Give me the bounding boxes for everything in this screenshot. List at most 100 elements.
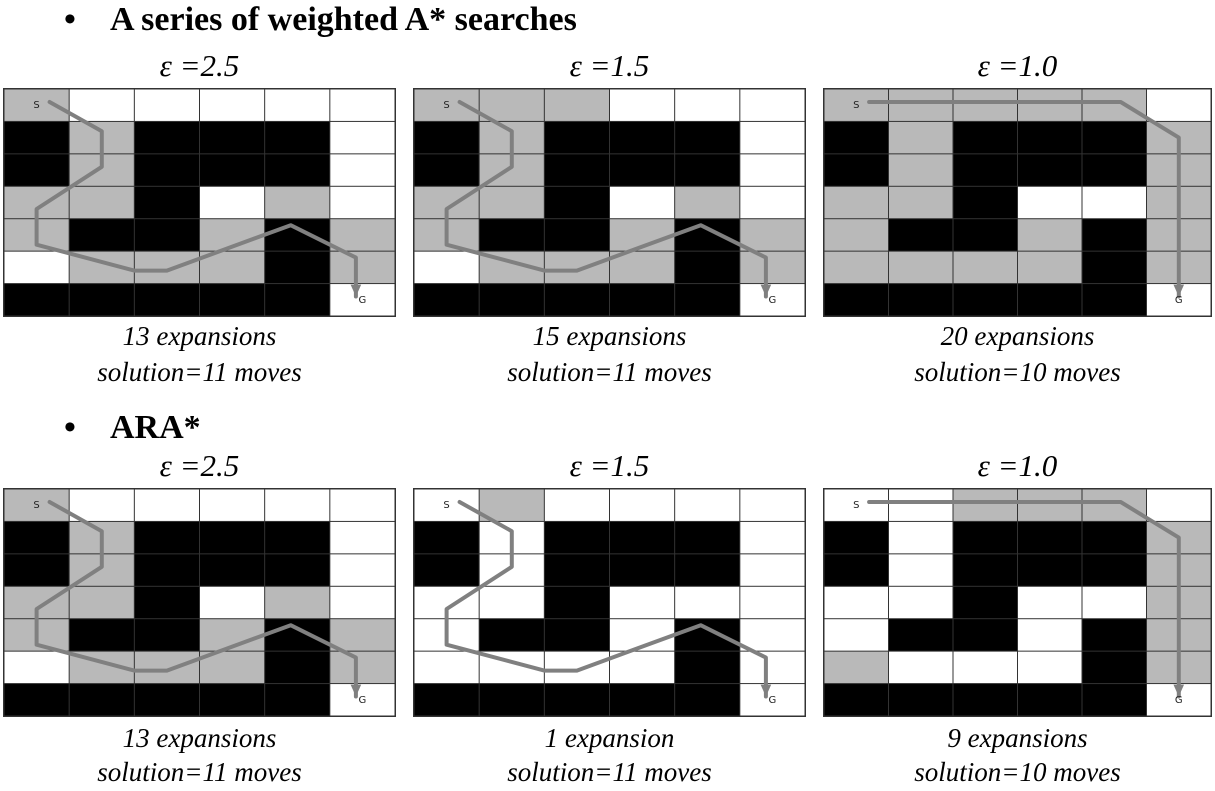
grid-cell-free (675, 489, 740, 521)
grid-cell-obstacle (414, 154, 479, 186)
grid-cell-obstacle (1082, 651, 1146, 684)
grid-cell-free (953, 651, 1017, 684)
grid-cell-free (1018, 651, 1082, 684)
solution-length: solution=11 moves (97, 757, 302, 787)
grid-cell-expanded (740, 219, 805, 251)
grid-cell-free (824, 586, 888, 619)
grid-cell-free (200, 186, 265, 219)
grid-cell-obstacle (69, 619, 134, 651)
grid-cell-obstacle (675, 219, 740, 251)
grid-cell-obstacle (675, 554, 740, 586)
grid-cell-obstacle (953, 186, 1017, 219)
grid-cell-free (1018, 586, 1082, 619)
grid-cell-expanded (824, 219, 888, 251)
grid-cell-obstacle (1018, 521, 1082, 554)
grid-cell-obstacle (414, 521, 479, 554)
grid-cell-obstacle (824, 554, 888, 586)
grid-cell-obstacle (134, 619, 199, 651)
grid-cell-obstacle (1018, 684, 1082, 716)
grid-cell-obstacle (479, 219, 544, 251)
grid-cell-obstacle (889, 219, 953, 251)
grid-cell-free (889, 586, 953, 619)
grid-cell-free (69, 89, 134, 121)
grid-cell-free (889, 489, 953, 521)
start-label: S (33, 500, 39, 511)
grid-cell-free (1147, 489, 1211, 521)
grid-cell-free (740, 489, 805, 521)
grid-cell-obstacle (1082, 251, 1146, 284)
grid-cell-obstacle (1018, 554, 1082, 586)
grid-cell-obstacle (544, 121, 609, 154)
grid-cell-free (200, 489, 265, 521)
grid-cell-obstacle (414, 554, 479, 586)
grid-cell-obstacle (824, 121, 888, 154)
grid-cell-obstacle (953, 154, 1017, 186)
grid-cell-free (330, 586, 395, 619)
grid-cell-obstacle (479, 619, 544, 651)
grid-cell-obstacle (4, 121, 69, 154)
grid-cell-obstacle (200, 521, 265, 554)
solution-length: solution=10 moves (914, 357, 1121, 387)
grid-cell-obstacle (265, 651, 330, 684)
grid-cell-obstacle (1082, 554, 1146, 586)
epsilon-label: ε =2.5 (159, 48, 240, 83)
grid-cell-obstacle (69, 284, 134, 316)
grid-cell-obstacle (544, 619, 609, 651)
grid-cell-free (69, 489, 134, 521)
grid-cell-free (544, 651, 609, 684)
grid-cell-expanded (824, 89, 888, 121)
grid-cell-free (134, 489, 199, 521)
grid-cell-obstacle (200, 154, 265, 186)
grid-cell-obstacle (414, 284, 479, 316)
path-arrowhead (760, 684, 772, 697)
epsilon-label: ε =1.5 (569, 448, 650, 483)
grid-cell-free (740, 121, 805, 154)
grid-map: SG (413, 488, 806, 717)
grid-cell-obstacle (265, 684, 330, 716)
grid-cell-obstacle (134, 121, 199, 154)
grid-cell-expanded (610, 251, 675, 284)
grid-cell-free (610, 586, 675, 619)
goal-label: G (359, 695, 367, 706)
grid-cell-free (740, 619, 805, 651)
solution-length: solution=11 moves (507, 757, 712, 787)
grid-cell-free (330, 284, 395, 316)
grid-cell-expanded (889, 121, 953, 154)
grid-cell-obstacle (544, 521, 609, 554)
grid-cell-free (740, 186, 805, 219)
grid-cell-expanded (675, 186, 740, 219)
solution-length: solution=11 moves (507, 357, 712, 387)
grid-cell-free (740, 684, 805, 716)
grid-cell-free (740, 154, 805, 186)
grid-cell-obstacle (265, 284, 330, 316)
grid-cell-expanded (200, 651, 265, 684)
grid-cell-obstacle (134, 684, 199, 716)
grid-cell-obstacle (675, 251, 740, 284)
grid-cell-expanded (544, 89, 609, 121)
grid-cell-obstacle (889, 619, 953, 651)
solution-path (867, 500, 1181, 699)
grid-cell-obstacle (953, 219, 1017, 251)
grid-map: SG (3, 488, 396, 717)
grid-cell-obstacle (479, 284, 544, 316)
grid-map: SG (823, 488, 1212, 717)
solution-length: solution=10 moves (914, 757, 1121, 787)
grid-cell-obstacle (1082, 521, 1146, 554)
grid-cell-expanded (889, 154, 953, 186)
goal-label: G (769, 695, 777, 706)
epsilon-label: ε =1.5 (569, 48, 650, 83)
grid-cell-obstacle (200, 284, 265, 316)
grid-cell-expanded (824, 186, 888, 219)
epsilon-label: ε =1.0 (977, 48, 1058, 83)
grid-cell-free (414, 251, 479, 284)
grid-cell-obstacle (1082, 219, 1146, 251)
grid-cell-obstacle (134, 284, 199, 316)
grid-cell-obstacle (544, 684, 609, 716)
start-label: S (853, 500, 859, 511)
path-arrowhead (1173, 684, 1185, 697)
grid-cell-obstacle (675, 619, 740, 651)
grid-cell-obstacle (265, 251, 330, 284)
grid-cell-obstacle (265, 619, 330, 651)
